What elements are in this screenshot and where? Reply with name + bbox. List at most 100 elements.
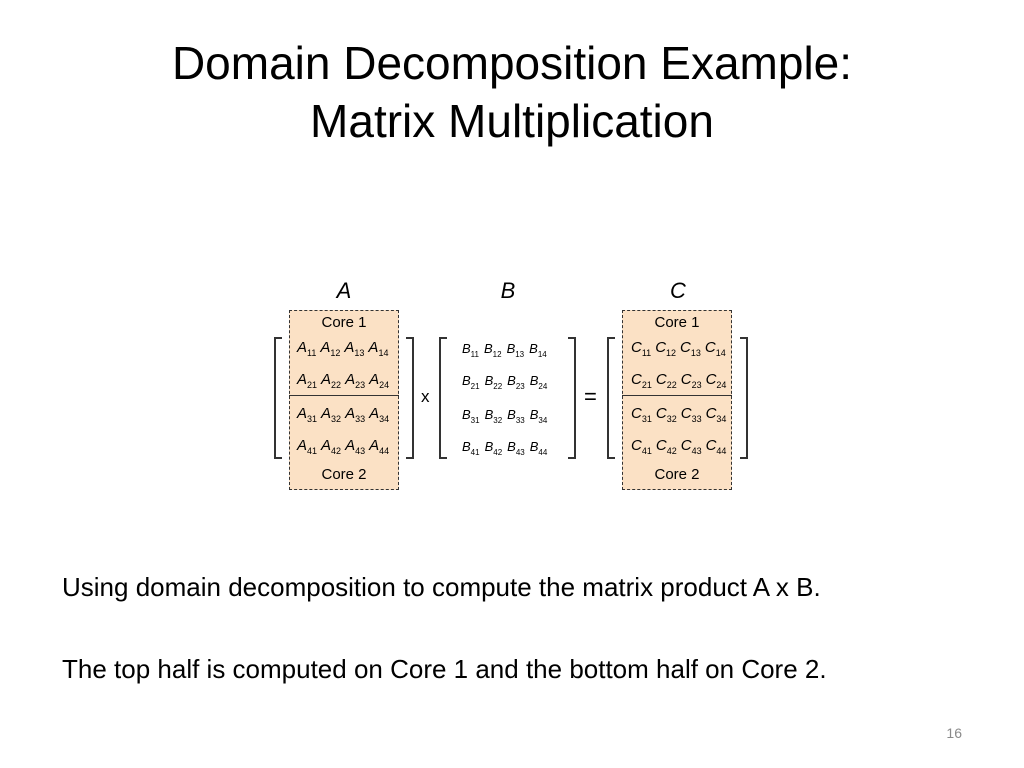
element-subscript: 11 xyxy=(641,348,652,358)
element-subscript: 43 xyxy=(355,446,366,456)
matrix-element: C32 xyxy=(656,405,677,424)
element-subscript: 24 xyxy=(716,380,727,390)
matrix-element: C44 xyxy=(706,437,727,456)
element-subscript: 34 xyxy=(379,414,390,424)
matrix-element: B42 xyxy=(485,439,503,457)
matrix-element: C23 xyxy=(681,371,702,390)
element-subscript: 12 xyxy=(330,348,341,358)
matrix-b-right-bracket xyxy=(568,337,576,459)
element-letter: C xyxy=(704,339,716,356)
element-subscript: 33 xyxy=(355,414,366,424)
matrix-a-name: A xyxy=(336,278,352,303)
element-subscript: 33 xyxy=(691,414,702,424)
element-subscript: 44 xyxy=(716,446,727,456)
element-subscript: 12 xyxy=(492,350,502,359)
matrix-element: B41 xyxy=(462,439,480,457)
matrix-element: B13 xyxy=(507,341,525,359)
matrix-element: C33 xyxy=(681,405,702,424)
element-letter: A xyxy=(297,405,308,422)
matrix-element: A44 xyxy=(369,437,389,456)
element-letter: C xyxy=(705,371,717,388)
times-operator: x xyxy=(421,387,430,406)
element-letter: C xyxy=(655,371,667,388)
element-subscript: 34 xyxy=(538,416,548,425)
matrix-element: A31 xyxy=(297,405,317,424)
matrix-element: A42 xyxy=(321,437,341,456)
element-letter: A xyxy=(321,371,332,388)
element-subscript: 21 xyxy=(307,380,318,390)
matrix-element: B22 xyxy=(485,373,503,391)
matrix-element: B43 xyxy=(507,439,525,457)
element-letter: C xyxy=(655,405,667,422)
element-subscript: 24 xyxy=(538,382,548,391)
matrix-element: B44 xyxy=(530,439,548,457)
element-letter: C xyxy=(680,371,692,388)
element-subscript: 44 xyxy=(379,446,390,456)
element-subscript: 13 xyxy=(690,348,701,358)
matrix-c-name: C xyxy=(670,278,686,303)
element-subscript: 43 xyxy=(691,446,702,456)
element-letter: C xyxy=(655,339,667,356)
matrix-c-right-bracket xyxy=(740,337,748,459)
element-subscript: 11 xyxy=(307,348,317,358)
element-subscript: 24 xyxy=(379,380,390,390)
element-subscript: 21 xyxy=(470,382,480,391)
element-letter: A xyxy=(345,371,356,388)
element-letter: C xyxy=(705,437,717,454)
element-subscript: 43 xyxy=(515,448,525,457)
element-subscript: 13 xyxy=(515,350,525,359)
element-subscript: 21 xyxy=(641,380,652,390)
element-letter: A xyxy=(345,437,356,454)
matrix-element: C12 xyxy=(655,339,676,358)
matrix-element: C22 xyxy=(656,371,677,390)
element-letter: B xyxy=(529,407,539,422)
matrix-element: C14 xyxy=(705,339,726,358)
element-letter: B xyxy=(507,373,516,388)
matrix-element: A43 xyxy=(345,437,365,456)
matrix-element: B23 xyxy=(507,373,525,391)
element-letter: A xyxy=(344,339,355,356)
matrix-element: A23 xyxy=(345,371,365,390)
element-letter: B xyxy=(507,439,516,454)
element-subscript: 11 xyxy=(470,350,479,359)
element-letter: C xyxy=(680,405,692,422)
element-letter: A xyxy=(297,339,308,356)
element-letter: C xyxy=(655,437,667,454)
element-subscript: 31 xyxy=(307,414,318,424)
element-subscript: 42 xyxy=(331,446,342,456)
matrix-a-core-box xyxy=(289,310,399,490)
matrix-element: A41 xyxy=(297,437,317,456)
matrix-element: A34 xyxy=(369,405,389,424)
matrix-b-name: B xyxy=(500,278,516,303)
matrix-element: C43 xyxy=(681,437,702,456)
element-letter: A xyxy=(320,339,331,356)
matrix-element: C11 xyxy=(631,339,651,358)
element-subscript: 32 xyxy=(666,414,677,424)
matrix-a-core1-label: Core 1 xyxy=(321,314,367,331)
element-letter: B xyxy=(507,407,516,422)
element-subscript: 22 xyxy=(493,382,503,391)
element-subscript: 41 xyxy=(470,448,480,457)
matrix-element: C24 xyxy=(706,371,727,390)
element-letter: A xyxy=(321,437,332,454)
matrix-element: B21 xyxy=(462,373,480,391)
element-letter: B xyxy=(529,341,538,356)
element-subscript: 33 xyxy=(515,416,525,425)
element-letter: A xyxy=(345,405,356,422)
element-letter: B xyxy=(484,373,494,388)
element-letter: B xyxy=(506,341,516,356)
element-letter: C xyxy=(631,437,642,454)
element-letter: A xyxy=(368,339,379,356)
element-letter: A xyxy=(297,371,308,388)
element-subscript: 22 xyxy=(331,380,342,390)
element-letter: B xyxy=(462,439,471,454)
matrix-element: B24 xyxy=(530,373,548,391)
element-subscript: 14 xyxy=(537,350,547,359)
